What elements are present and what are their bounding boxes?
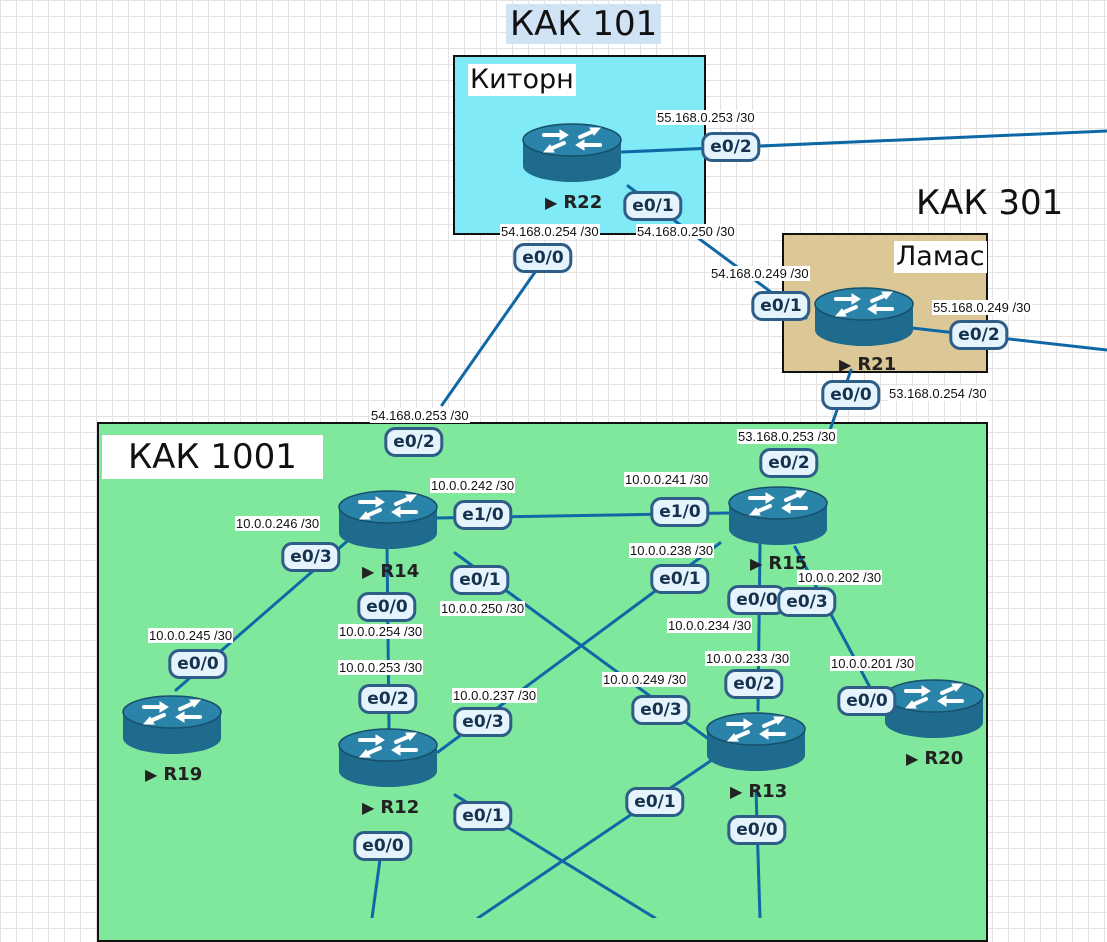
ip-label-r21-e00: 53.168.0.254 /30 (888, 386, 988, 401)
router-r20-icon[interactable] (884, 676, 984, 740)
router-r12-icon[interactable] (338, 725, 438, 789)
as-label-kak1001: КАК 1001 (102, 435, 323, 479)
link-r13-down-left (476, 758, 714, 918)
as-label-kak101: КАК 101 (506, 4, 662, 44)
ip-label-r14-e03: 10.0.0.246 /30 (235, 516, 321, 531)
link-r13-down (754, 788, 762, 918)
port-r22-e01[interactable]: e0/1 (623, 191, 683, 221)
port-r14-e03[interactable]: e0/3 (281, 542, 341, 572)
play-icon: ▶ (362, 562, 375, 581)
ip-label-r14-e01: 10.0.0.250 /30 (440, 601, 526, 616)
ip-label-r13-e02: 10.0.0.233 /30 (705, 651, 791, 666)
ip-label-r14-e00: 10.0.0.254 /30 (338, 624, 424, 639)
ip-label-r14-e10: 10.0.0.242 /30 (430, 478, 516, 493)
link-r21-external (910, 326, 1107, 352)
port-r21-e02[interactable]: e0/2 (949, 320, 1009, 350)
router-name: R15 (768, 553, 808, 574)
link-r22-r14 (440, 263, 542, 407)
router-name: R21 (857, 354, 897, 375)
port-r13-e02[interactable]: e0/2 (724, 669, 784, 699)
ip-label-r21-e01: 54.168.0.249 /30 (710, 266, 810, 281)
port-r21-e00[interactable]: e0/0 (821, 380, 881, 410)
ip-label-r20-e00: 10.0.0.201 /30 (830, 656, 916, 671)
router-name: R22 (563, 192, 603, 213)
port-r12-e01[interactable]: e0/1 (453, 801, 513, 831)
router-r19-label[interactable]: ▶ R19 (145, 764, 202, 786)
router-r13-icon[interactable] (706, 709, 806, 773)
ip-label-r15-e03: 10.0.0.202 /30 (797, 570, 883, 585)
port-r12-e02[interactable]: e0/2 (358, 684, 418, 714)
as-label-kak301: КАК 301 (916, 183, 1064, 223)
port-r21-e01[interactable]: e0/1 (751, 291, 811, 321)
ip-label-r15-e10: 10.0.0.241 /30 (624, 472, 710, 487)
router-name: R13 (748, 781, 788, 802)
port-r14-e01[interactable]: e0/1 (450, 565, 510, 595)
router-name: R19 (163, 764, 203, 785)
site-label-lamas: Ламас (894, 241, 987, 273)
ip-label-r12-e03: 10.0.0.237 /30 (452, 688, 538, 703)
ip-label-r14-e02: 54.168.0.253 /30 (370, 408, 470, 423)
port-r22-e02[interactable]: e0/2 (701, 132, 761, 162)
router-name: R12 (380, 797, 420, 818)
ip-label-r13-e03: 10.0.0.249 /30 (602, 672, 688, 687)
port-r15-e01[interactable]: e0/1 (650, 564, 710, 594)
port-r14-e10[interactable]: e1/0 (453, 500, 513, 530)
router-r15-icon[interactable] (728, 483, 828, 547)
play-icon: ▶ (906, 749, 919, 768)
router-r15-label[interactable]: ▶ R15 (750, 553, 807, 575)
ip-label-r21-e02: 55.168.0.249 /30 (932, 300, 1032, 315)
router-name: R14 (380, 561, 420, 582)
router-r13-label[interactable]: ▶ R13 (730, 781, 787, 803)
topology-canvas: КАК 101 КАК 301 КАК 1001 Киторн Ламас ▶ R… (97, 4, 1107, 942)
port-r22-e00[interactable]: e0/0 (513, 243, 573, 273)
play-icon: ▶ (730, 782, 743, 801)
ip-label-r22-e01: 54.168.0.250 /30 (636, 224, 736, 239)
port-r20-e00[interactable]: e0/0 (837, 686, 897, 716)
play-icon: ▶ (839, 355, 852, 374)
router-r21-icon[interactable] (814, 284, 914, 348)
router-name: R20 (924, 748, 964, 769)
ip-label-r15-e00: 10.0.0.234 /30 (667, 618, 753, 633)
router-r22-icon[interactable] (522, 120, 622, 184)
port-r13-e01[interactable]: e0/1 (625, 787, 685, 817)
play-icon: ▶ (362, 798, 375, 817)
router-r19-icon[interactable] (122, 692, 222, 756)
port-r12-e03[interactable]: e0/3 (453, 707, 513, 737)
port-r14-e02[interactable]: e0/2 (384, 427, 444, 457)
port-r15-e00[interactable]: e0/0 (727, 585, 787, 615)
port-r14-e00[interactable]: e0/0 (357, 592, 417, 622)
port-r15-e10[interactable]: e1/0 (650, 497, 710, 527)
play-icon: ▶ (750, 554, 763, 573)
router-r22-label[interactable]: ▶ R22 (545, 192, 602, 214)
port-r15-e03[interactable]: e0/3 (777, 587, 837, 617)
router-r20-label[interactable]: ▶ R20 (906, 748, 963, 770)
ip-label-r22-e00: 54.168.0.254 /30 (500, 224, 600, 239)
port-r13-e00[interactable]: e0/0 (727, 815, 787, 845)
site-label-kitorn: Киторн (468, 64, 576, 96)
router-r12-label[interactable]: ▶ R12 (362, 797, 419, 819)
port-r15-e02[interactable]: e0/2 (759, 448, 819, 478)
link-r22-external (620, 129, 1107, 154)
play-icon: ▶ (545, 193, 558, 212)
port-r12-e00[interactable]: e0/0 (353, 831, 413, 861)
ip-label-r19-e00: 10.0.0.245 /30 (148, 628, 234, 643)
router-r14-label[interactable]: ▶ R14 (362, 561, 419, 583)
ip-label-r22-e02: 55.168.0.253 /30 (656, 110, 756, 125)
ip-label-r15-e02: 53.168.0.253 /30 (737, 429, 837, 444)
play-icon: ▶ (145, 765, 158, 784)
port-r19-e00[interactable]: e0/0 (168, 649, 228, 679)
router-r14-icon[interactable] (338, 487, 438, 551)
port-r13-e03[interactable]: e0/3 (631, 695, 691, 725)
ip-label-r15-e01: 10.0.0.238 /30 (629, 543, 715, 558)
router-r21-label[interactable]: ▶ R21 (839, 354, 896, 376)
ip-label-r12-e02: 10.0.0.253 /30 (338, 660, 424, 675)
